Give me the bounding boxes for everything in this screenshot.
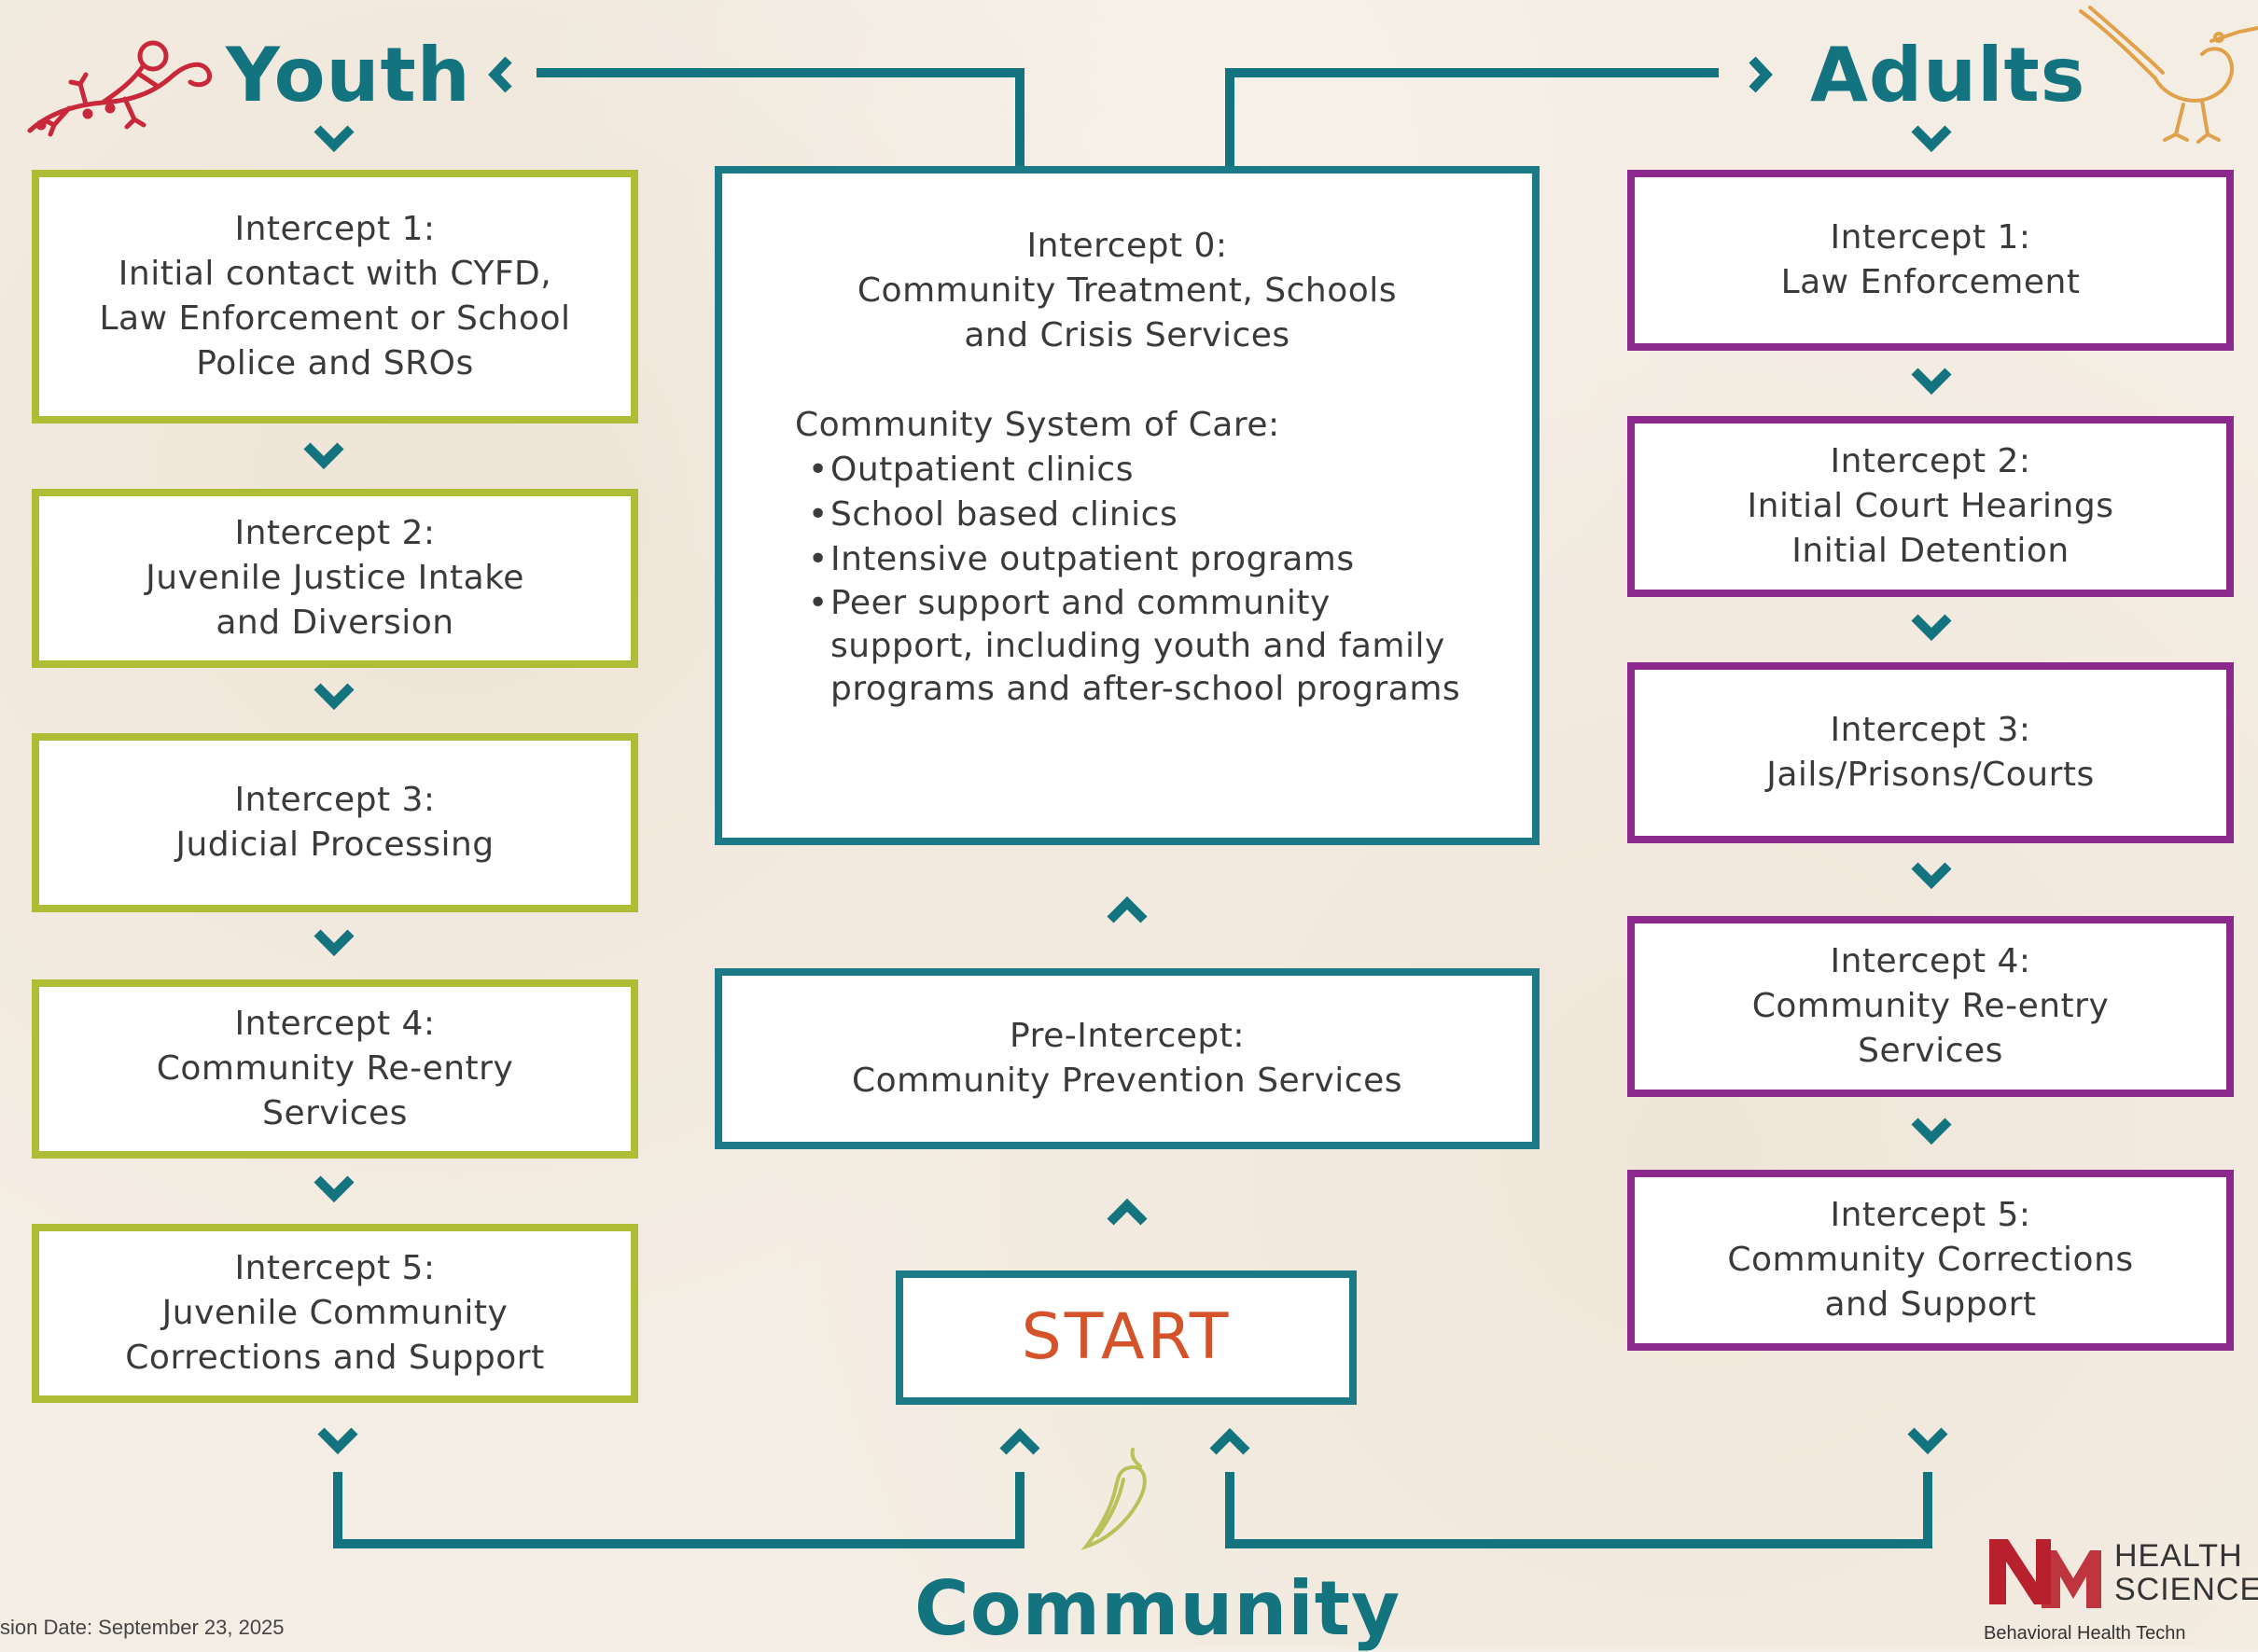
adult-intercept-4: Intercept 4: Community Re-entry Services [1627,916,2234,1097]
youth-intercept-3: Intercept 3: Judicial Processing [32,733,638,912]
adult-intercept-3: Intercept 3: Jails/Prisons/Courts [1627,662,2234,843]
care-list: Outpatient clinics School based clinics … [795,448,1467,711]
org-name-line1: HEALTH [2114,1538,2243,1574]
chevron-down-icon [314,929,355,957]
adult-intercept-2: Intercept 2: Initial Court Hearings Init… [1627,416,2234,597]
chevron-down-icon [314,125,355,153]
chevron-up-icon [1107,895,1148,923]
chevron-up-icon [1107,1198,1148,1226]
youth-intercept-4: Intercept 4: Community Re-entry Services [32,979,638,1159]
chevron-down-icon [1911,862,1952,890]
adults-header-arrow [1749,56,1773,93]
chevron-down-icon [1907,1427,1948,1455]
care-item: Peer support and community support, incl… [795,582,1467,711]
youth-header-arrow [488,56,512,93]
chile-pepper-icon [1080,1448,1147,1550]
youth-title: Youth [226,32,471,118]
org-name-line2: SCIENCE [2114,1572,2258,1607]
youth-intercept-5: Intercept 5: Juvenile Community Correcti… [32,1224,638,1403]
care-heading: Community System of Care: [795,406,1280,444]
chevron-down-icon [314,683,355,711]
adults-title: Adults [1810,32,2086,118]
chevron-up-icon [1209,1427,1250,1455]
community-title: Community [914,1565,1401,1652]
chevron-down-icon [1911,368,1952,396]
lizard-icon [27,40,213,137]
adult-intercept-1: Intercept 1: Law Enforcement [1627,170,2234,351]
care-item: Outpatient clinics [795,448,1467,493]
care-section: Community System of Care: Outpatient cli… [722,403,1467,711]
start-box: START [896,1270,1357,1405]
org-subtitle: Behavioral Health Techn [1984,1623,2186,1644]
chevron-down-icon [1911,125,1952,153]
youth-intercept-1: Intercept 1: Initial contact with CYFD, … [32,170,638,423]
care-item: Intensive outpatient programs [795,537,1467,582]
chevron-down-icon [303,442,344,470]
chevron-down-icon [1911,614,1952,642]
chevron-down-icon [317,1427,358,1455]
intercept-0-box: Intercept 0: Community Treatment, School… [715,166,1540,845]
revision-date: sion Date: September 23, 2025 [0,1616,285,1639]
chevron-down-icon [314,1175,355,1203]
care-item: School based clinics [795,493,1467,537]
unm-logo-icon: NM [1989,1539,2101,1608]
youth-intercept-2: Intercept 2: Juvenile Justice Intake and… [32,489,638,668]
chevron-down-icon [1911,1118,1952,1145]
chevron-up-icon [999,1427,1040,1455]
adult-intercept-5: Intercept 5: Community Corrections and S… [1627,1170,2234,1351]
start-label: START [1021,1300,1232,1374]
pre-intercept-box: Pre-Intercept: Community Prevention Serv… [715,968,1540,1149]
roadrunner-icon [2079,6,2258,144]
